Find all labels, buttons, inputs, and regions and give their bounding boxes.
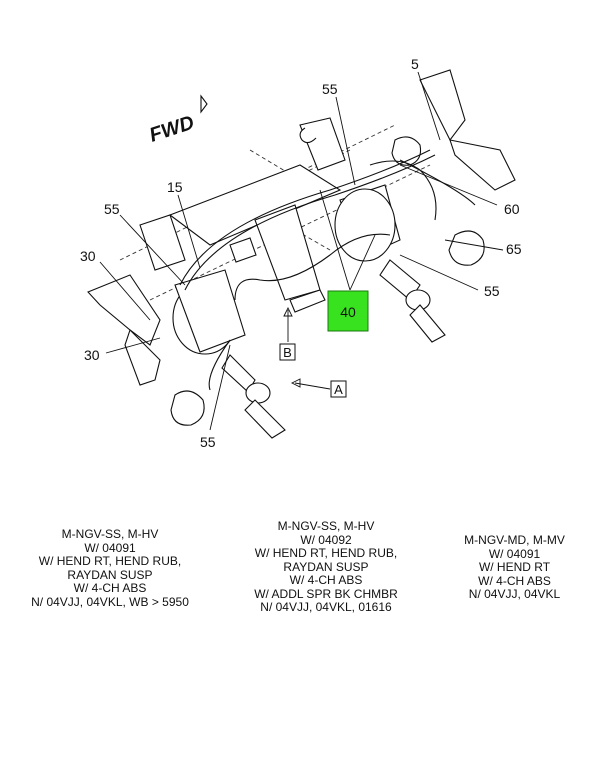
callout-30-lower[interactable]: 30	[84, 347, 100, 363]
rear-axle	[299, 117, 446, 343]
callout-55-top[interactable]: 55	[322, 81, 338, 97]
right-bracket	[391, 69, 516, 266]
ref-label-b[interactable]: B	[283, 345, 292, 360]
air-lines	[179, 149, 476, 391]
callout-65[interactable]: 65	[506, 241, 522, 257]
callout-5[interactable]: 5	[411, 56, 419, 72]
ref-box-a[interactable]	[330, 380, 347, 398]
highlight-box-40[interactable]	[327, 290, 369, 332]
usage-note-3: M-NGV-MD, M-MV W/ 04091 W/ HEND RT W/ 4-…	[464, 533, 565, 601]
parts-diagram: FWD	[80, 56, 522, 450]
callout-55-right[interactable]: 55	[484, 283, 500, 299]
fwd-arrow-icon	[200, 94, 208, 114]
callout-30-upper[interactable]: 30	[80, 248, 96, 264]
leader-lines	[99, 71, 504, 431]
callout-55-bottom[interactable]: 55	[200, 434, 216, 450]
center-crossmember	[168, 164, 342, 313]
ref-box-b[interactable]	[279, 343, 296, 361]
callout-55-left[interactable]: 55	[104, 201, 120, 217]
callout-15[interactable]: 15	[167, 179, 183, 195]
usage-note-2: M-NGV-SS, M-HV W/ 04092 W/ HEND RT, HEND…	[254, 519, 398, 614]
front-axle	[139, 214, 286, 439]
ref-label-a[interactable]: A	[334, 382, 343, 397]
callout-40[interactable]: 40	[340, 304, 356, 320]
usage-note-1: M-NGV-SS, M-HV W/ 04091 W/ HEND RT, HEND…	[31, 527, 189, 609]
left-bracket	[87, 274, 205, 426]
callout-60[interactable]: 60	[504, 201, 520, 217]
fwd-label: FWD	[147, 112, 197, 147]
